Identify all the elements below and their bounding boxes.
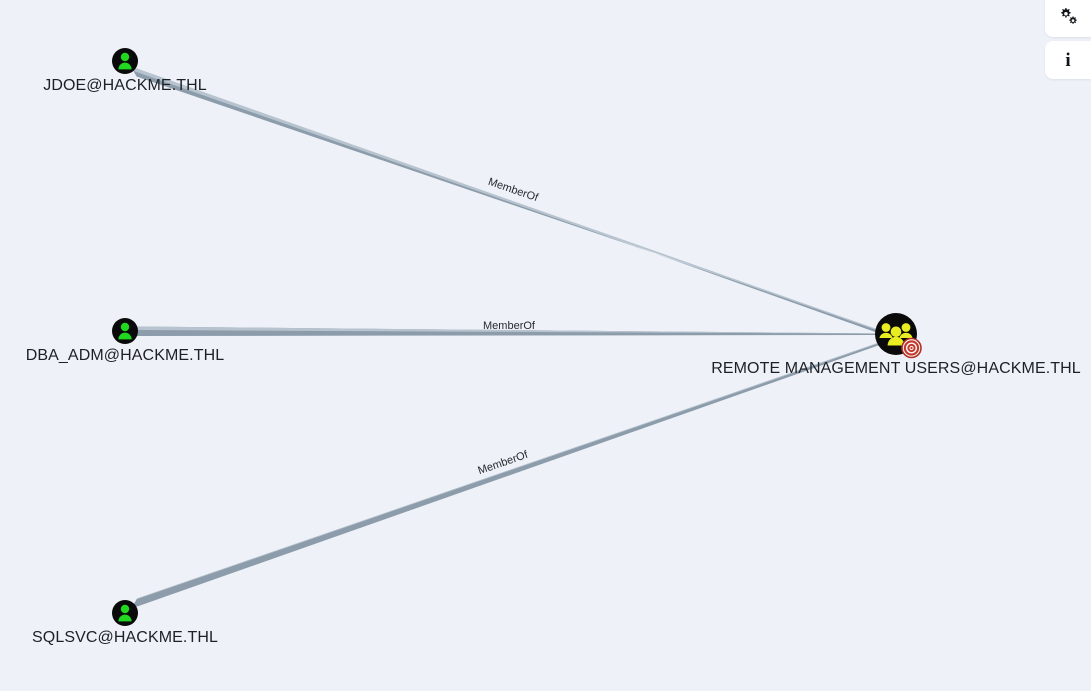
- target-badge-center: [910, 346, 913, 350]
- group-person-center-body: [887, 336, 905, 346]
- node-remote-management-users[interactable]: [875, 313, 922, 359]
- node-sqlsvc[interactable]: [112, 600, 138, 626]
- graph-controls: i: [1045, 0, 1091, 79]
- edge-highlight: [136, 342, 881, 600]
- user-head: [120, 604, 130, 614]
- edge-highlight: [131, 66, 880, 331]
- user-head: [120, 322, 130, 332]
- user-body: [118, 332, 132, 340]
- nodes-layer: [112, 48, 922, 626]
- group-person-center-head: [890, 326, 902, 338]
- edge-sqlsvc-memberof[interactable]: [131, 342, 881, 609]
- graph-info-button[interactable]: i: [1045, 41, 1091, 79]
- edge-dba-adm-memberof[interactable]: [136, 326, 877, 337]
- group-person-right-body: [899, 332, 913, 338]
- graph-settings-button[interactable]: [1045, 0, 1091, 37]
- target-badge-ring-outer: [903, 340, 920, 356]
- info-icon: i: [1065, 49, 1071, 71]
- group-person-right-head: [901, 323, 911, 332]
- node-jdoe[interactable]: [112, 48, 138, 74]
- group-person-left-head: [881, 323, 891, 332]
- user-body: [118, 62, 132, 70]
- edge-shape: [131, 66, 880, 333]
- group-person-left-body: [879, 332, 893, 338]
- edge-shape: [131, 342, 881, 609]
- user-body: [118, 614, 132, 622]
- edge-jdoe-memberof[interactable]: [131, 66, 880, 334]
- gears-icon: [1057, 7, 1079, 30]
- target-badge-ring-inner: [907, 343, 916, 353]
- user-head: [120, 52, 130, 62]
- edge-highlight: [136, 326, 877, 334]
- node-dba-adm[interactable]: [112, 318, 138, 344]
- edges-layer: [131, 66, 881, 609]
